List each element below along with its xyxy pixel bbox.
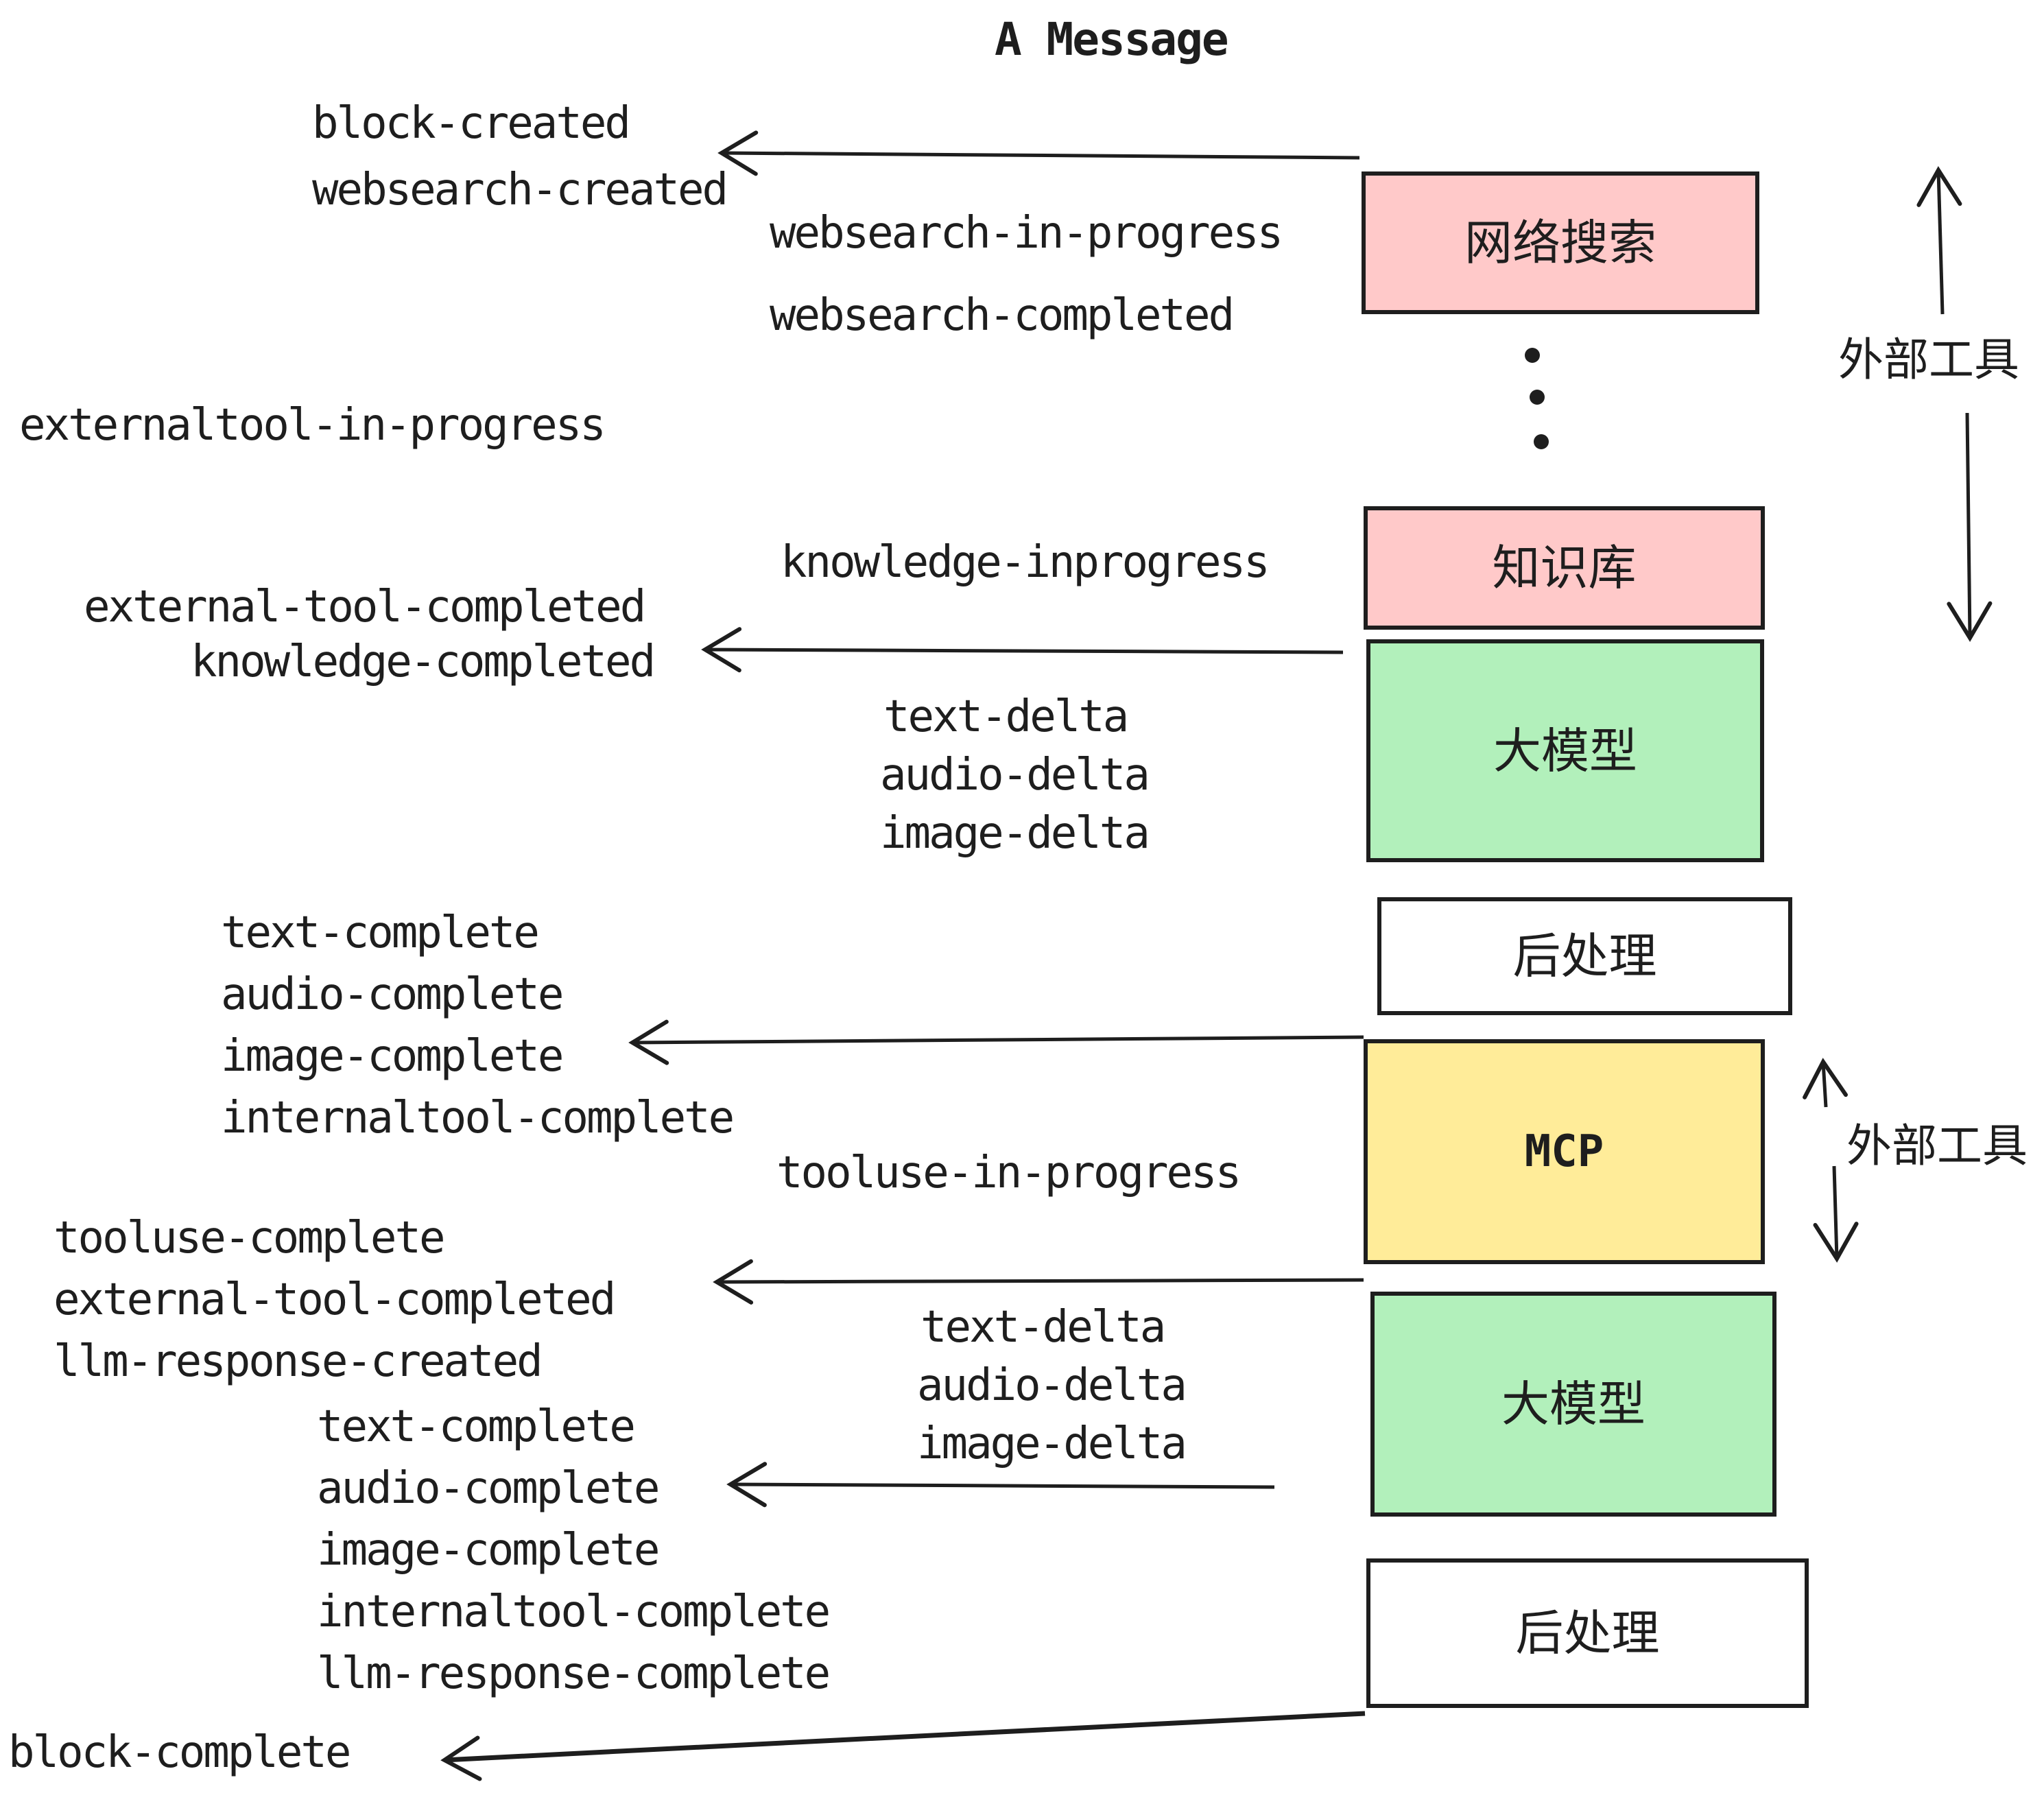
arrow-knowledge-completed (701, 627, 1344, 673)
box-llm-top: 大模型 (1366, 639, 1764, 862)
event-text-complete-2: text-complete (317, 1401, 636, 1452)
event-llm-response-created: llm-response-created (54, 1336, 543, 1387)
event-text-complete-1: text-complete (221, 907, 540, 958)
box-mcp: MCP (1364, 1039, 1765, 1264)
event-audio-delta-2: audio-delta (917, 1360, 1187, 1411)
arrow-external-tools-bottom-down (1813, 1165, 1859, 1263)
event-audio-complete-2: audio-complete (317, 1463, 660, 1514)
ellipsis-dots (1525, 348, 1549, 449)
side-label-external-tools-top: 外部工具 (1838, 333, 2019, 386)
event-audio-delta-1: audio-delta (880, 750, 1150, 800)
box-llm-top-label: 大模型 (1493, 722, 1637, 779)
event-knowledge-completed: knowledge-completed (191, 637, 656, 687)
event-image-delta-1: image-delta (880, 808, 1150, 859)
event-websearch-in-progress: websearch-in-progress (770, 208, 1283, 259)
box-post-bottom-label: 后处理 (1515, 1605, 1660, 1661)
event-image-complete-1: image-complete (221, 1031, 564, 1082)
event-external-tool-completed-2: external-tool-completed (54, 1274, 616, 1325)
arrow-block-complete (440, 1711, 1366, 1781)
event-tooluse-complete: tooluse-complete (54, 1213, 445, 1263)
side-label-external-tools-bottom: 外部工具 (1846, 1119, 2028, 1172)
event-image-delta-2: image-delta (917, 1419, 1187, 1469)
event-internaltool-complete-2: internaltool-complete (317, 1587, 831, 1637)
box-websearch-label: 网络搜索 (1464, 215, 1656, 271)
event-text-delta-2: text-delta (920, 1302, 1166, 1353)
arrow-external-tools-bottom-up (1803, 1058, 1848, 1108)
event-image-complete-2: image-complete (317, 1525, 660, 1576)
event-text-delta-1: text-delta (883, 691, 1129, 742)
box-llm-bottom-label: 大模型 (1501, 1376, 1645, 1432)
arrow-external-tools-top-down (1947, 412, 1993, 642)
event-audio-complete-1: audio-complete (221, 969, 564, 1020)
event-external-tool-completed-1: external-tool-completed (84, 582, 646, 632)
event-llm-response-complete: llm-response-complete (317, 1648, 831, 1699)
diagram-title: A Message (995, 13, 1229, 66)
event-knowledge-inprogress: knowledge-inprogress (781, 537, 1270, 588)
event-tooluse-in-progress: tooluse-in-progress (776, 1148, 1241, 1198)
event-block-complete: block-complete (8, 1727, 351, 1778)
event-externaltool-in-progress: externaltool-in-progress (19, 400, 606, 451)
arrow-block-websearch-created (717, 130, 1360, 176)
box-websearch: 网络搜索 (1362, 171, 1759, 314)
event-websearch-created: websearch-created (312, 165, 728, 215)
box-post-top-label: 后处理 (1512, 928, 1657, 984)
event-websearch-completed: websearch-completed (770, 290, 1235, 341)
box-llm-bottom: 大模型 (1370, 1292, 1776, 1517)
box-knowledge-label: 知识库 (1492, 540, 1637, 596)
arrow-complete-group-1 (628, 1019, 1364, 1065)
arrow-tooluse-complete (713, 1259, 1364, 1305)
arrow-external-tools-top-up (1916, 166, 1962, 315)
box-mcp-label: MCP (1524, 1126, 1604, 1177)
event-block-created: block-created (312, 98, 631, 149)
box-post-bottom: 后处理 (1366, 1558, 1809, 1708)
arrow-audio-complete (726, 1462, 1275, 1508)
box-knowledge: 知识库 (1364, 506, 1765, 630)
box-post-top: 后处理 (1377, 897, 1792, 1015)
event-internaltool-complete-1: internaltool-complete (221, 1093, 735, 1143)
